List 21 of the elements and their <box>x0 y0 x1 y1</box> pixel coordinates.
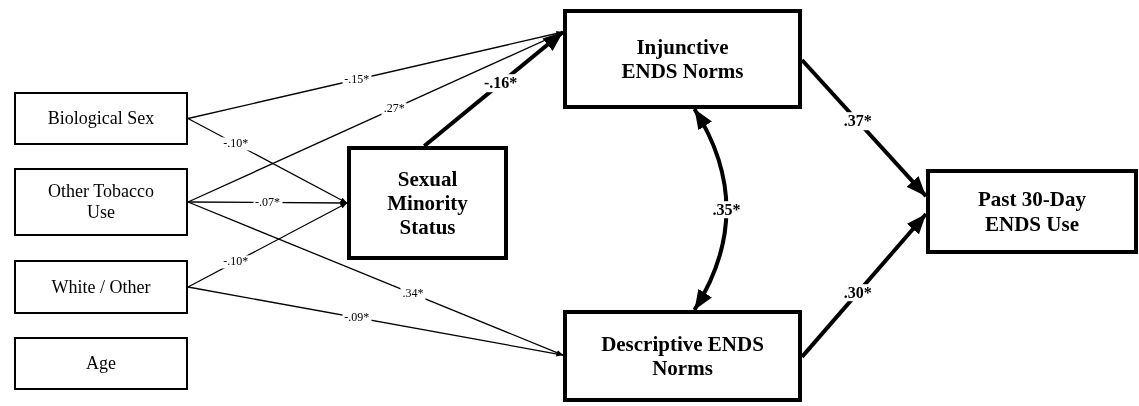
path-coefficient: .37* <box>841 112 874 131</box>
path-coefficient: -.16* <box>481 74 520 93</box>
path-coefficient: .35* <box>710 200 743 219</box>
covariate-box: Other Tobacco Use <box>14 168 188 236</box>
path-arrow <box>187 201 564 356</box>
path-coefficient: .27* <box>381 101 407 116</box>
path-coefficient: -.15* <box>342 72 372 87</box>
construct-box: Sexual Minority Status <box>347 146 508 260</box>
construct-box: Descriptive ENDS Norms <box>563 310 802 402</box>
path-arrow <box>692 108 729 311</box>
path-coefficient: -.10* <box>221 137 251 151</box>
construct-box: Injunctive ENDS Norms <box>563 9 802 109</box>
covariate-box: White / Other <box>14 260 188 314</box>
construct-box: Past 30-Day ENDS Use <box>926 169 1138 254</box>
covariate-box: Age <box>14 337 188 390</box>
path-arrow <box>187 286 564 357</box>
path-arrow <box>423 30 565 148</box>
path-coefficient: .34* <box>400 287 426 301</box>
path-coefficient: -.10* <box>221 255 251 269</box>
path-coefficient: .30* <box>841 283 874 302</box>
covariate-box: Biological Sex <box>14 92 188 145</box>
